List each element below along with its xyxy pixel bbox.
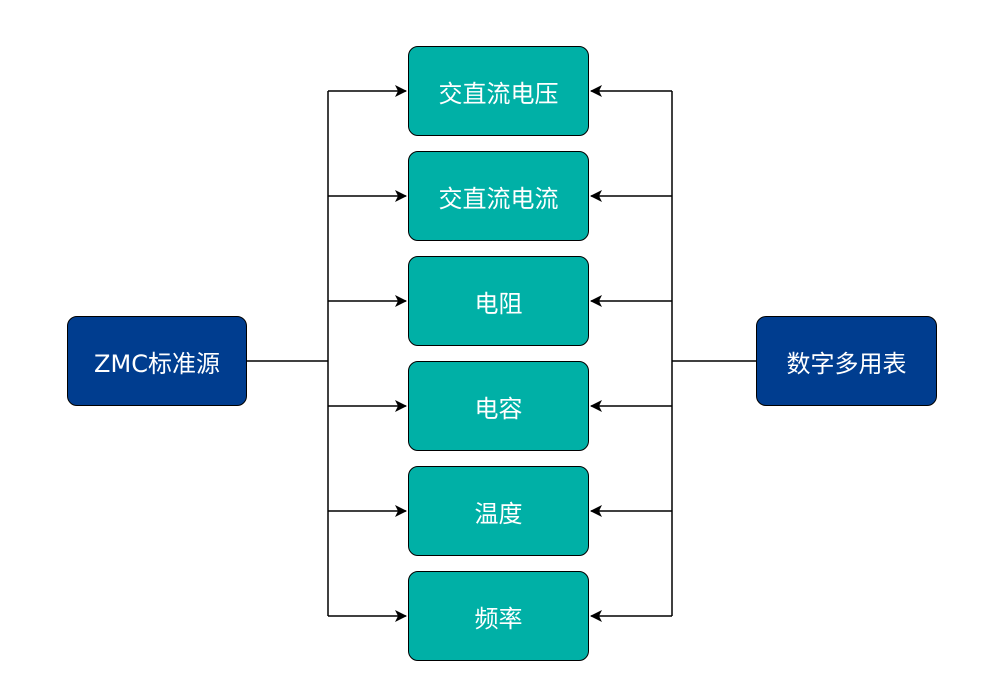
quantity-node-frequency: 频率 bbox=[408, 571, 589, 661]
quantity-node-resistance: 电阻 bbox=[408, 256, 589, 346]
quantity-label: 电容 bbox=[474, 394, 523, 423]
source-node: ZMC标准源 bbox=[67, 316, 247, 406]
meter-node-label: 数字多用表 bbox=[786, 349, 907, 378]
quantity-node-capacitance: 电容 bbox=[408, 361, 589, 451]
quantity-label: 电阻 bbox=[474, 289, 523, 318]
quantity-node-temperature: 温度 bbox=[408, 466, 589, 556]
meter-node: 数字多用表 bbox=[756, 316, 937, 406]
quantity-node-voltage: 交直流电压 bbox=[408, 46, 589, 136]
quantity-label: 温度 bbox=[474, 499, 523, 528]
quantity-label: 交直流电压 bbox=[438, 79, 559, 108]
quantity-node-current: 交直流电流 bbox=[408, 151, 589, 241]
source-node-label: ZMC标准源 bbox=[94, 349, 220, 378]
quantity-label: 频率 bbox=[474, 604, 523, 633]
quantity-label: 交直流电流 bbox=[438, 184, 559, 213]
